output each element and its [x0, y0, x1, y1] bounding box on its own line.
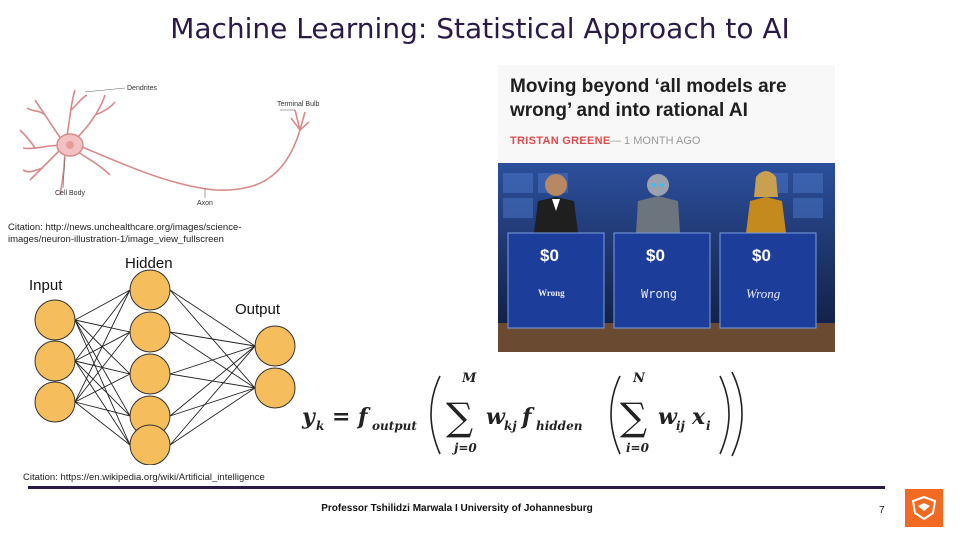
podium-1-amount: $0: [540, 246, 559, 265]
terminal-bulb-label: Terminal Bulb: [277, 101, 320, 108]
article-header: Moving beyond ‘all models are wrong’ and…: [498, 65, 835, 163]
podium-3: $0 Wrong: [719, 232, 817, 329]
nn-edge: [74, 319, 131, 417]
sum1-upper: M: [461, 371, 477, 386]
formula-y-sub: k: [316, 419, 324, 433]
nn-edge: [169, 345, 256, 375]
dendrites-label: Dendrites: [127, 85, 157, 92]
podium-3-answer: Wrong: [746, 286, 781, 301]
sum1-symbol: ∑: [446, 395, 473, 439]
right-paren-inner: [719, 375, 730, 455]
hidden-node-2: [129, 311, 171, 353]
article-headline: Moving beyond ‘all models are wrong’ and…: [510, 76, 787, 121]
input-node-3: [34, 381, 76, 423]
sum2-symbol: ∑: [620, 395, 647, 439]
footer-divider: [28, 486, 885, 489]
slide-title: Machine Learning: Statistical Approach t…: [170, 12, 790, 45]
nn-edge: [169, 331, 256, 347]
nn-edge: [74, 373, 131, 403]
output-node-1: [254, 325, 296, 367]
formula-w-ij-sub: ij: [676, 419, 686, 433]
formula-f-output: f: [356, 404, 371, 430]
formula-f-hidden-sub: hidden: [536, 419, 582, 433]
nn-edge: [169, 289, 256, 347]
hidden-node-5: [129, 424, 171, 465]
university-logo: [905, 489, 943, 527]
podium-3-amount: $0: [752, 246, 771, 265]
podium-1: $0 Wrong: [507, 232, 605, 329]
footer-text: Professor Tshilidzi Marwala I University…: [321, 503, 593, 514]
cell-body-label: Cell Body: [55, 190, 85, 197]
axon-label: Axon: [197, 200, 213, 207]
input-node-2: [34, 340, 76, 382]
sum2-lower: i=0: [626, 441, 650, 455]
jeopardy-image: $0 Wrong $0 Wrong $0 Wrong: [498, 163, 835, 352]
left-paren-inner: [610, 375, 621, 455]
hidden-node-3: [129, 353, 171, 395]
network-formula: y k = f output M ∑ j=0 w kj f hidden N ∑…: [301, 371, 743, 457]
sum2-upper: N: [632, 371, 646, 386]
podium-2: $0 Wrong: [613, 232, 711, 329]
neuron-citation-line1: Citation: http://news.unchealthcare.org/…: [8, 222, 242, 233]
output-layer-label: Output: [235, 301, 281, 318]
sum1-lower: j=0: [452, 441, 477, 455]
podium-1-answer: Wrong: [538, 288, 565, 298]
right-paren-outer: [731, 371, 743, 457]
nn-edge: [169, 345, 256, 446]
network-citation: Citation: https://en.wikipedia.org/wiki/…: [23, 472, 265, 483]
nn-edge: [74, 319, 131, 446]
page-number: 7: [879, 505, 885, 516]
nn-edge: [74, 360, 131, 446]
nn-edge: [74, 289, 131, 321]
neural-network-diagram: Input Hidden Output: [29, 255, 296, 465]
formula-f-hidden: f: [520, 404, 535, 430]
nn-edge: [169, 387, 256, 417]
podium-2-answer: Wrong: [641, 287, 677, 301]
nn-edge: [74, 331, 131, 403]
formula-x: x: [691, 404, 706, 430]
output-node-2: [254, 367, 296, 409]
formula-w-kj: w: [486, 404, 506, 430]
article-author: TRISTAN GREENE: [510, 135, 611, 147]
formula-y: y: [301, 404, 317, 430]
nn-edge: [74, 401, 131, 417]
formula-x-sub: i: [706, 419, 711, 433]
podium-2-amount: $0: [646, 246, 665, 265]
formula-f-output-sub: output: [372, 419, 417, 433]
nn-edge: [74, 289, 131, 362]
neuron-illustration: Dendrites Terminal Bulb Cell Body Axon: [19, 85, 320, 207]
hidden-layer-label: Hidden: [125, 255, 173, 272]
left-paren-outer: [430, 375, 441, 455]
input-layer-label: Input: [29, 277, 63, 294]
formula-w-ij: w: [658, 404, 678, 430]
article-time: — 1 MONTH AGO: [610, 135, 701, 147]
hidden-node-1: [129, 269, 171, 311]
article-screenshot: Moving beyond ‘all models are wrong’ and…: [498, 65, 835, 352]
input-node-1: [34, 299, 76, 341]
neuron-citation-line2: images/neuron-illustration-1/image_view_…: [8, 234, 224, 245]
formula-w-kj-sub: kj: [504, 419, 517, 433]
formula-equals: =: [332, 404, 350, 430]
nn-edge: [169, 345, 256, 417]
nn-edge: [74, 289, 131, 403]
nn-edge: [169, 387, 256, 446]
nn-edge: [74, 401, 131, 446]
